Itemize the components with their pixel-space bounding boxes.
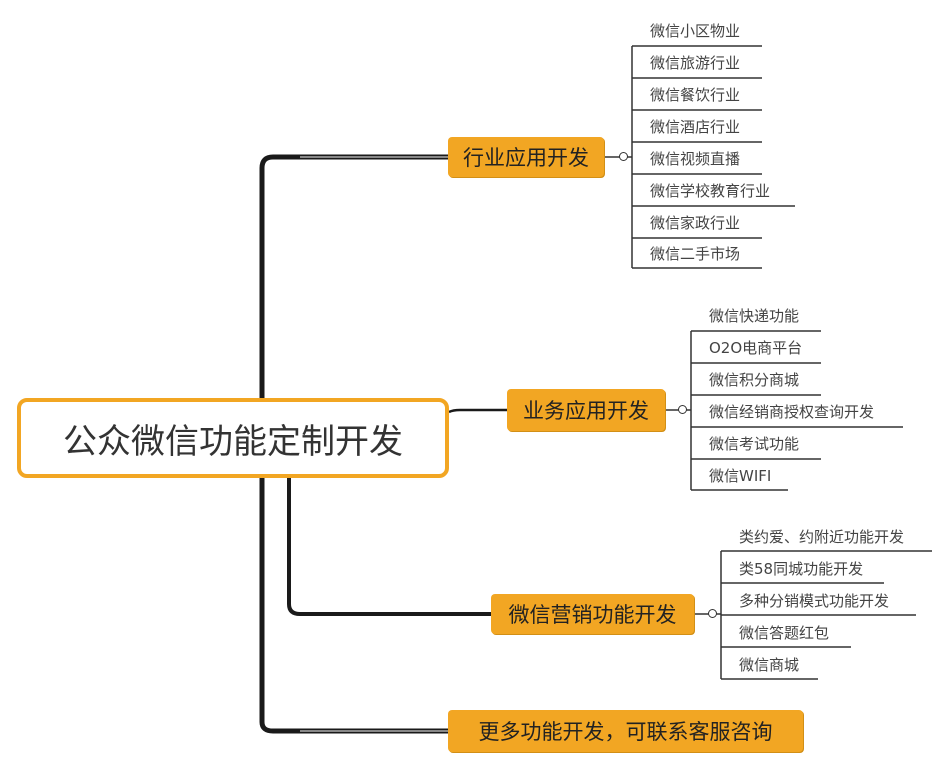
branch-label: 微信营销功能开发 bbox=[508, 603, 677, 627]
leaf-item[interactable]: 类约爱、约附近功能开发 bbox=[739, 528, 905, 546]
branch-label: 业务应用开发 bbox=[523, 399, 649, 423]
collapse-toggle-icon[interactable] bbox=[678, 405, 687, 414]
trunk-line bbox=[259, 154, 448, 398]
leaf-item[interactable]: 微信考试功能 bbox=[709, 435, 800, 453]
leaf-item[interactable]: 微信酒店行业 bbox=[650, 118, 741, 136]
leaf-item[interactable]: 微信商城 bbox=[739, 656, 800, 674]
leaf-item[interactable]: 微信WIFI bbox=[709, 467, 772, 485]
leaf-item[interactable]: O2O电商平台 bbox=[709, 339, 803, 357]
collapse-toggle-icon[interactable] bbox=[619, 152, 628, 161]
trunk-line-mid bbox=[287, 478, 491, 616]
leaf-item[interactable]: 微信学校教育行业 bbox=[650, 182, 771, 200]
leaf-item[interactable]: 微信旅游行业 bbox=[650, 54, 741, 72]
branch-business-apps[interactable]: 业务应用开发 bbox=[507, 389, 665, 431]
leaf-item[interactable]: 类58同城功能开发 bbox=[739, 560, 864, 578]
branch-more-features[interactable]: 更多功能开发，可联系客服咨询 bbox=[448, 710, 803, 752]
branch-link-2 bbox=[448, 408, 507, 414]
root-topic-label: 公众微信功能定制开发 bbox=[63, 421, 403, 462]
trunk-line-lower bbox=[259, 478, 448, 734]
collapse-toggle-icon[interactable] bbox=[708, 609, 717, 618]
branch-label: 更多功能开发，可联系客服咨询 bbox=[478, 720, 773, 744]
leaf-item[interactable]: 微信答题红包 bbox=[739, 624, 830, 642]
root-topic[interactable]: 公众微信功能定制开发 bbox=[17, 398, 449, 478]
leaf-item[interactable]: 微信快递功能 bbox=[709, 307, 800, 325]
leaf-item[interactable]: 微信餐饮行业 bbox=[650, 86, 741, 104]
branch-marketing[interactable]: 微信营销功能开发 bbox=[491, 594, 694, 634]
leaf-item[interactable]: 微信小区物业 bbox=[650, 22, 741, 40]
leaf-item[interactable]: 微信家政行业 bbox=[650, 214, 741, 232]
branch-industry-apps[interactable]: 行业应用开发 bbox=[448, 137, 604, 177]
leaf-item[interactable]: 微信视频直播 bbox=[650, 150, 741, 168]
leaf-item[interactable]: 多种分销模式功能开发 bbox=[739, 592, 890, 610]
leaf-item[interactable]: 微信二手市场 bbox=[650, 245, 741, 263]
leaf-item[interactable]: 微信经销商授权查询开发 bbox=[709, 403, 875, 421]
leaf-item[interactable]: 微信积分商城 bbox=[709, 371, 800, 389]
branch-label: 行业应用开发 bbox=[463, 146, 589, 170]
leaf-lines-group-1 bbox=[604, 45, 795, 269]
